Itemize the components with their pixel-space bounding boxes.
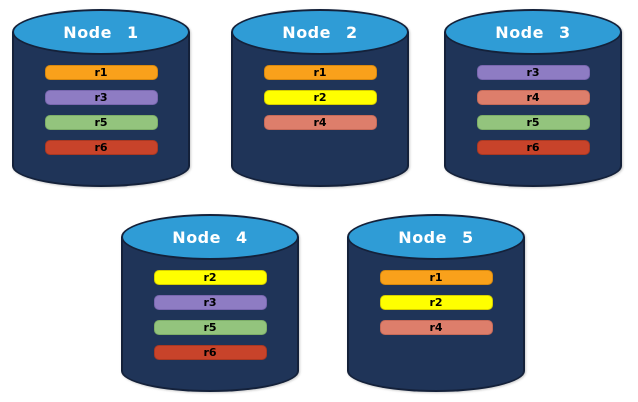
replica-bar-r6: r6 — [153, 345, 267, 360]
replica-list: r1 r3 r5 r6 — [12, 65, 190, 155]
replica-list: r3 r4 r5 r6 — [444, 65, 622, 155]
replica-bar-r3: r3 — [153, 295, 267, 310]
node-3: Node 3 r3 r4 r5 r6 — [444, 9, 622, 187]
replica-bar-r1: r1 — [263, 65, 377, 80]
cylinder-top: Node 3 — [444, 9, 622, 55]
replica-bar-r4: r4 — [379, 320, 493, 335]
replica-list: r1 r2 r4 — [347, 270, 525, 335]
replica-bar-r2: r2 — [263, 90, 377, 105]
node-title: Node 5 — [398, 228, 474, 247]
replica-bar-r2: r2 — [153, 270, 267, 285]
replica-bar-r3: r3 — [476, 65, 590, 80]
node-title: Node 2 — [282, 23, 358, 42]
cylinder-top: Node 1 — [12, 9, 190, 55]
node-5: Node 5 r1 r2 r4 — [347, 214, 525, 392]
replica-bar-r2: r2 — [379, 295, 493, 310]
cylinder-top: Node 5 — [347, 214, 525, 260]
replica-bar-r6: r6 — [44, 140, 158, 155]
replica-list: r1 r2 r4 — [231, 65, 409, 130]
cylinder-top: Node 2 — [231, 9, 409, 55]
replica-bar-r3: r3 — [44, 90, 158, 105]
node-4: Node 4 r2 r3 r5 r6 — [121, 214, 299, 392]
replica-bar-r1: r1 — [44, 65, 158, 80]
node-title: Node 4 — [172, 228, 248, 247]
replica-bar-r1: r1 — [379, 270, 493, 285]
cylinder-body — [12, 32, 190, 187]
replica-bar-r5: r5 — [476, 115, 590, 130]
replica-bar-r4: r4 — [476, 90, 590, 105]
cylinder-body — [444, 32, 622, 187]
node-title: Node 1 — [63, 23, 139, 42]
cylinder-top: Node 4 — [121, 214, 299, 260]
replica-bar-r5: r5 — [153, 320, 267, 335]
cylinder-body — [347, 237, 525, 392]
replica-bar-r6: r6 — [476, 140, 590, 155]
replica-bar-r4: r4 — [263, 115, 377, 130]
cylinder-body — [121, 237, 299, 392]
cylinder-body — [231, 32, 409, 187]
node-1: Node 1 r1 r3 r5 r6 — [12, 9, 190, 187]
replica-bar-r5: r5 — [44, 115, 158, 130]
node-2: Node 2 r1 r2 r4 — [231, 9, 409, 187]
node-title: Node 3 — [495, 23, 571, 42]
replica-list: r2 r3 r5 r6 — [121, 270, 299, 360]
